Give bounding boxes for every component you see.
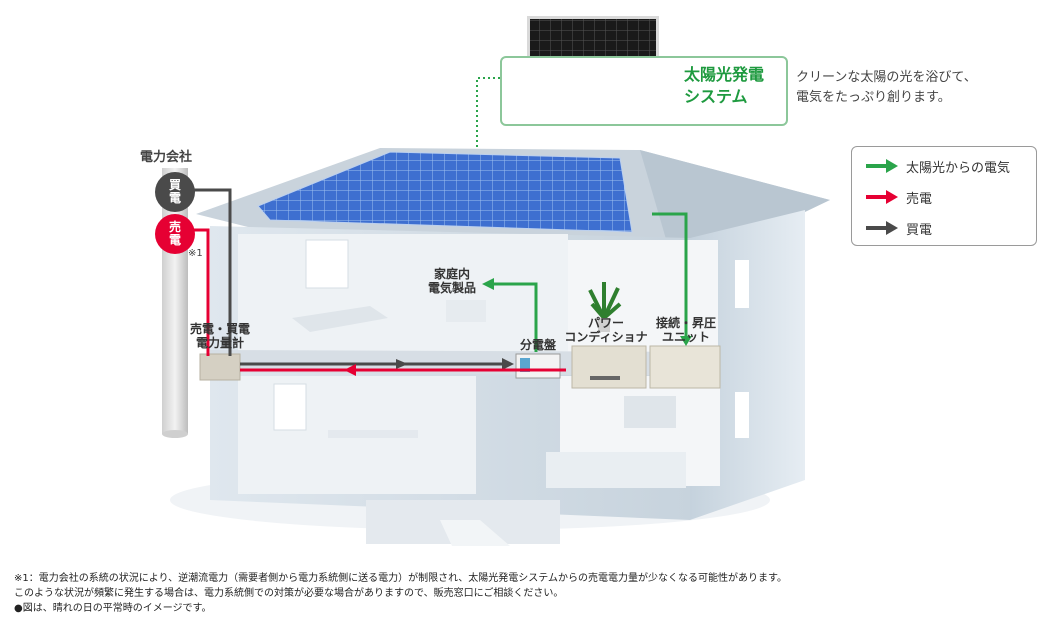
green-arrow-icon	[866, 159, 898, 173]
footnotes: ※1：電力会社の系統の状況により、逆潮流電力（需要者側から電力系統側に送る電力）…	[14, 571, 787, 616]
appliances-label-line1: 家庭内	[433, 267, 470, 281]
legend-item-solar: 太陽光からの電気	[866, 156, 1010, 176]
conditioner-label: パワー コンディショナ	[556, 316, 656, 344]
conditioner-label-line1: パワー	[587, 316, 624, 330]
solar-callout-box	[500, 56, 788, 126]
buy-electricity-line	[188, 188, 514, 370]
sell-badge: 売 電	[155, 214, 195, 254]
legend-label-buy: 買電	[906, 222, 933, 238]
conditioner-label-line2: コンディショナ	[564, 330, 648, 344]
meter-label: 売電・買電 電力量計	[180, 322, 260, 350]
footnote-2: このような状況が頻繁に発生する場合は、電力系統側での対策が必要な場合がありますの…	[14, 588, 564, 599]
meter-label-line1: 売電・買電	[189, 322, 250, 336]
junction-label-line1: 接続・昇圧	[655, 316, 716, 330]
utility-company-title: 電力会社	[140, 150, 193, 165]
solar-desc-line1: クリーンな太陽の光を浴びて、	[796, 70, 977, 85]
junction-label-line2: ユニット	[661, 330, 710, 344]
legend-item-sell: 売電	[866, 187, 932, 207]
note-mark: ※1	[188, 248, 203, 259]
gray-arrow-icon	[866, 221, 898, 235]
utility-pole	[162, 168, 188, 438]
solar-system-title: 太陽光発電 システム	[684, 64, 764, 108]
junction-label: 接続・昇圧 ユニット	[646, 316, 726, 344]
plant-icon	[588, 282, 622, 332]
meter-box	[199, 353, 241, 381]
solar-desc-line2: 電気をたっぷり創ります。	[796, 90, 951, 105]
house	[196, 148, 830, 546]
legend: 太陽光からの電気 売電 買電	[851, 146, 1037, 246]
solar-electricity-line	[482, 212, 692, 352]
solar-title-line2: システム	[684, 87, 748, 106]
junction-unit	[649, 345, 721, 389]
meter-label-line2: 電力量計	[195, 336, 244, 350]
module-connector	[476, 77, 500, 158]
red-arrow-icon	[866, 190, 898, 204]
footnote-3: ●図は、晴れの日の平常時のイメージです。	[14, 603, 212, 614]
legend-item-buy: 買電	[866, 218, 932, 238]
roof-solar-array	[257, 151, 633, 233]
power-conditioner	[571, 345, 647, 389]
legend-label-sell: 売電	[906, 191, 933, 207]
solar-system-description: クリーンな太陽の光を浴びて、 電気をたっぷり創ります。	[796, 68, 977, 108]
legend-label-solar: 太陽光からの電気	[906, 160, 1011, 176]
appliances-label-line2: 電気製品	[427, 281, 476, 295]
panel-label: 分電盤	[519, 338, 556, 352]
footnote-1: ※1：電力会社の系統の状況により、逆潮流電力（需要者側から電力系統側に送る電力）…	[14, 573, 787, 584]
solar-title-line1: 太陽光発電	[684, 65, 765, 84]
buy-badge: 買 電	[155, 172, 195, 212]
appliances-label: 家庭内 電気製品	[420, 267, 484, 295]
